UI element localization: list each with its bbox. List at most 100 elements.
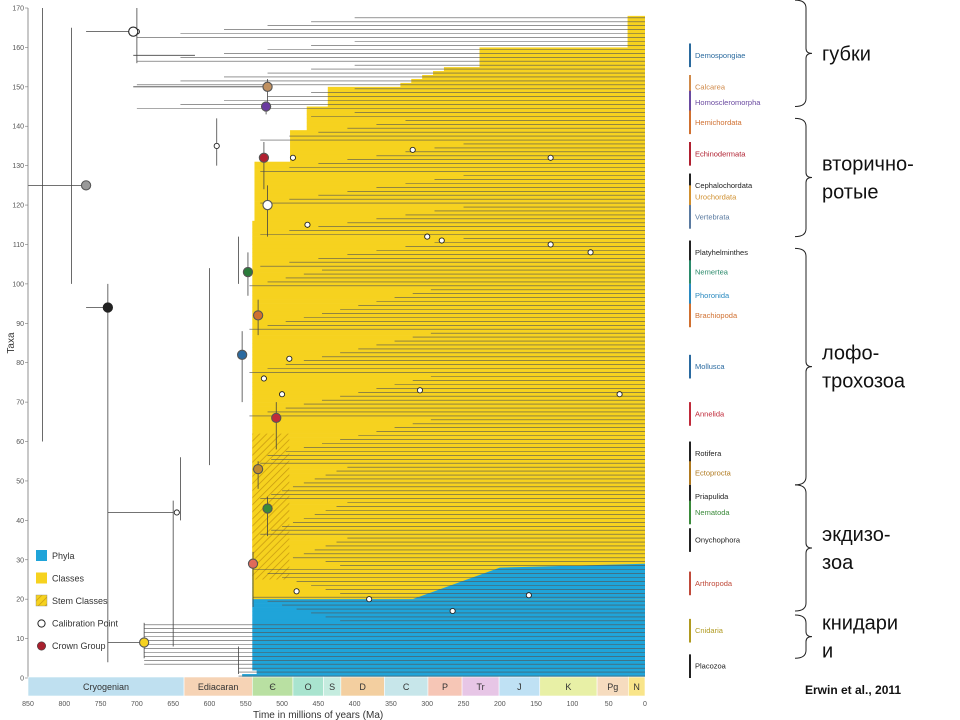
group-brace — [794, 247, 813, 486]
group-labels: губкивторично-ротыелофо-трохозоаэкдизо-з… — [794, 0, 914, 663]
x-axis-label: Time in millions of years (Ma) — [253, 710, 383, 720]
y-tick-label: 120 — [12, 203, 24, 210]
classes-region — [254, 173, 646, 178]
clade-label: Ectoprocta — [695, 469, 732, 478]
y-tick-label: 70 — [16, 400, 24, 407]
clade-label: Vertebrata — [695, 212, 730, 221]
period-label: C — [403, 682, 410, 692]
y-axis-ticks: 0102030405060708090100110120130140150160… — [12, 6, 29, 683]
calibration-point — [547, 241, 554, 248]
x-tick-label: 500 — [276, 701, 288, 708]
x-tick-label: 200 — [494, 701, 506, 708]
period-label: Pg — [607, 682, 618, 692]
y-tick-label: 90 — [16, 321, 24, 328]
crown-group-marker — [236, 349, 248, 360]
calibration-point — [289, 154, 296, 161]
group-label: ротые — [822, 181, 878, 203]
clade-labels: DemospongiaeCalcareaHomoscleromorphaHemi… — [689, 43, 761, 678]
y-tick-label: 60 — [16, 439, 24, 446]
y-tick-label: 80 — [16, 360, 24, 367]
y-tick-label: 110 — [13, 242, 24, 249]
x-tick-label: 800 — [58, 701, 70, 708]
group-label: вторично- — [822, 153, 914, 175]
clade-label: Phoronida — [695, 291, 730, 300]
legend-label: Crown Group — [52, 641, 106, 651]
clade-label: Cephalochordata — [695, 181, 753, 190]
crown-group-marker — [252, 310, 264, 321]
calibration-point — [616, 391, 623, 398]
y-tick-label: 140 — [12, 124, 24, 131]
clade-label: Rotifera — [695, 449, 722, 458]
legend-label: Phyla — [52, 551, 75, 561]
clade-label: Nematoda — [695, 508, 730, 517]
calibration-point — [449, 607, 456, 615]
period-label: Є — [269, 682, 276, 692]
crown-group-marker — [80, 180, 92, 191]
group-label: зоа — [822, 552, 854, 574]
y-tick-label: 150 — [12, 84, 24, 91]
x-tick-label: 600 — [204, 701, 216, 708]
x-tick-label: 400 — [349, 701, 361, 708]
classes-region — [254, 205, 646, 210]
y-tick-label: 30 — [16, 557, 24, 564]
period-label: Cryogenian — [83, 682, 129, 692]
legend-label: Stem Classes — [52, 596, 108, 606]
x-tick-label: 350 — [385, 701, 397, 708]
period-label: J — [517, 682, 522, 692]
calibration-point — [286, 355, 293, 362]
calibration-point — [304, 221, 311, 228]
credit-text: Erwin et al., 2011 — [805, 683, 901, 697]
clade-label: Arthropoda — [695, 579, 733, 588]
clade-label: Mollusca — [695, 362, 725, 371]
clade-label: Homoscleromorpha — [695, 98, 761, 107]
x-tick-label: 50 — [605, 701, 613, 708]
crown-group-marker — [247, 558, 259, 569]
x-tick-label: 250 — [458, 701, 470, 708]
calibration-point — [293, 588, 300, 595]
clade-label: Onychophora — [695, 536, 741, 545]
x-tick-label: 550 — [240, 701, 252, 708]
clade-label: Urochordata — [695, 193, 737, 202]
legend-swatch-phyla — [36, 550, 47, 561]
x-tick-label: 450 — [313, 701, 325, 708]
classes-region — [252, 236, 645, 241]
calibration-point — [587, 249, 594, 256]
clade-label: Hemichordata — [695, 118, 743, 127]
crown-group-marker — [138, 637, 150, 648]
period-label: D — [359, 682, 366, 692]
group-label: трохозоа — [822, 371, 906, 393]
clade-label: Brachiopoda — [695, 311, 738, 320]
legend-swatch-stem — [35, 594, 48, 607]
clade-label: Annelida — [695, 409, 725, 418]
calibration-point — [547, 154, 554, 161]
crown-group-marker — [262, 81, 273, 92]
x-tick-label: 850 — [22, 701, 34, 708]
crown-group-marker — [252, 463, 264, 475]
group-label: губки — [822, 43, 871, 65]
calibration-point — [213, 142, 220, 149]
y-tick-label: 130 — [12, 163, 24, 170]
crown-group-marker — [262, 199, 273, 211]
x-tick-label: 300 — [421, 701, 433, 708]
y-tick-label: 50 — [16, 478, 24, 485]
clade-label: Demospongiae — [695, 51, 745, 60]
group-brace — [794, 614, 813, 659]
x-tick-label: 150 — [530, 701, 542, 708]
x-tick-label: 0 — [643, 701, 647, 708]
y-tick-label: 170 — [12, 6, 24, 13]
clade-label: Calcarea — [695, 82, 726, 91]
calibration-point — [173, 509, 180, 516]
calibration-point — [409, 146, 416, 153]
group-brace — [794, 484, 813, 612]
clade-label: Priapulida — [695, 492, 729, 501]
legend-label: Calibration Point — [52, 619, 119, 629]
period-label: P — [442, 682, 448, 692]
tree-branches — [28, 8, 645, 677]
calibration-point — [438, 237, 445, 244]
legend-swatch-calibration — [37, 619, 46, 628]
group-brace — [794, 0, 813, 108]
y-axis-label: Taxa — [6, 332, 17, 354]
period-label: Ediacaran — [198, 682, 239, 692]
